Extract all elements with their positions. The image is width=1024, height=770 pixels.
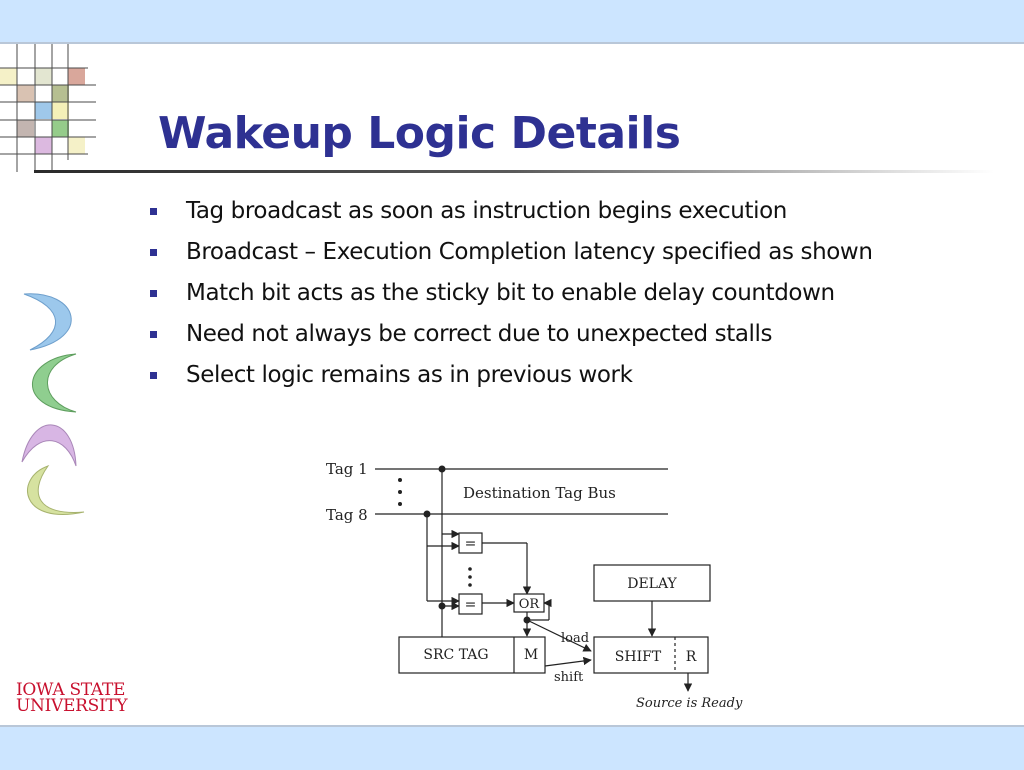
bullet-item: Select logic remains as in previous work xyxy=(150,359,950,392)
load-signal-label: load xyxy=(561,631,589,646)
delay-label: DELAY xyxy=(627,576,677,592)
slide-title: Wakeup Logic Details xyxy=(158,108,681,159)
decorative-crescents xyxy=(21,293,85,515)
top-band xyxy=(0,0,1024,44)
shift-register-label: SHIFT xyxy=(615,649,662,665)
university-logo: IOWA STATE UNIVERSITY xyxy=(16,680,128,716)
bullet-item: Need not always be correct due to unexpe… xyxy=(150,318,950,351)
bullet-marker xyxy=(150,208,157,215)
bullet-marker xyxy=(150,249,157,256)
bullet-item: Broadcast – Execution Completion latency… xyxy=(150,236,950,269)
bullet-text: Tag broadcast as soon as instruction beg… xyxy=(186,198,787,224)
bullet-marker xyxy=(150,290,157,297)
bullet-item: Tag broadcast as soon as instruction beg… xyxy=(150,195,950,228)
tag8-label: Tag 8 xyxy=(326,506,368,524)
bus-label: Destination Tag Bus xyxy=(463,484,616,502)
tag1-label: Tag 1 xyxy=(326,460,368,478)
shift-signal-label: shift xyxy=(554,670,584,685)
wakeup-logic-diagram: Tag 1 Tag 8 Destination Tag Bus = = OR D… xyxy=(326,460,743,711)
bullet-list: Tag broadcast as soon as instruction beg… xyxy=(150,195,950,400)
bullet-marker xyxy=(150,372,157,379)
bullet-text: Select logic remains as in previous work xyxy=(186,362,633,388)
comparator-bottom: = xyxy=(465,597,477,613)
source-ready-label: Source is Ready xyxy=(636,696,743,711)
comparator-top: = xyxy=(465,536,477,552)
bullet-marker xyxy=(150,331,157,338)
src-tag-label: SRC TAG xyxy=(423,647,488,663)
logo-line1: IOWA STATE xyxy=(16,680,126,700)
match-bit-label: M xyxy=(524,647,538,663)
decorative-grid xyxy=(0,44,96,172)
title-underline xyxy=(34,170,994,173)
logo-line2: UNIVERSITY xyxy=(16,696,128,716)
bottom-band xyxy=(0,725,1024,770)
bullet-text: Broadcast – Execution Completion latency… xyxy=(186,239,873,265)
or-gate-label: OR xyxy=(519,597,541,612)
bullet-text: Need not always be correct due to unexpe… xyxy=(186,321,773,347)
bullet-text: Match bit acts as the sticky bit to enab… xyxy=(186,280,835,306)
ready-bit-label: R xyxy=(686,649,697,665)
bullet-item: Match bit acts as the sticky bit to enab… xyxy=(150,277,950,310)
